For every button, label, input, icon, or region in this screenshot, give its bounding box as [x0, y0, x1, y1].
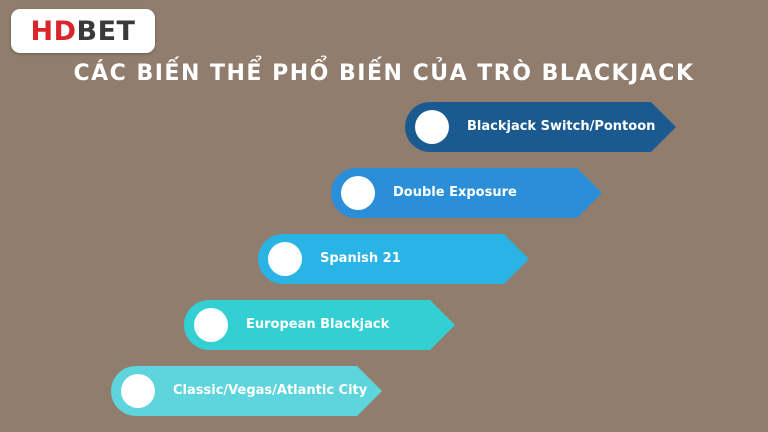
variant-step-blackjack-switch: Blackjack Switch/Pontoon [405, 102, 677, 152]
variant-step-double-exposure: Double Exposure [331, 168, 603, 218]
step-arrow-shape [405, 102, 676, 152]
step-label: Blackjack Switch/Pontoon [467, 119, 656, 134]
step-circle-marker [415, 110, 449, 144]
step-arrow-shape [184, 300, 455, 350]
variant-step-spanish-21: Spanish 21 [258, 234, 530, 284]
step-circle-marker [341, 176, 375, 210]
step-circle-marker [121, 374, 155, 408]
logo-text-hd: HD [30, 15, 77, 47]
step-label: Spanish 21 [320, 251, 401, 266]
variant-step-european-blackjack: European Blackjack [184, 300, 456, 350]
page-title: CÁC BIẾN THỂ PHỔ BIẾN CỦA TRÒ BLACKJACK [73, 61, 695, 86]
step-label: Classic/Vegas/Atlantic City [173, 383, 368, 398]
step-arrow-shape [111, 366, 382, 416]
variant-step-classic-vegas-atlantic: Classic/Vegas/Atlantic City [111, 366, 383, 416]
step-arrow-shape [258, 234, 529, 284]
step-label: Double Exposure [393, 185, 517, 200]
step-label: European Blackjack [246, 317, 390, 332]
step-circle-marker [268, 242, 302, 276]
logo-text-bet: BET [76, 15, 136, 47]
hdbet-logo[interactable]: HD BET [11, 9, 155, 53]
step-arrow-shape [331, 168, 602, 218]
step-circle-marker [194, 308, 228, 342]
